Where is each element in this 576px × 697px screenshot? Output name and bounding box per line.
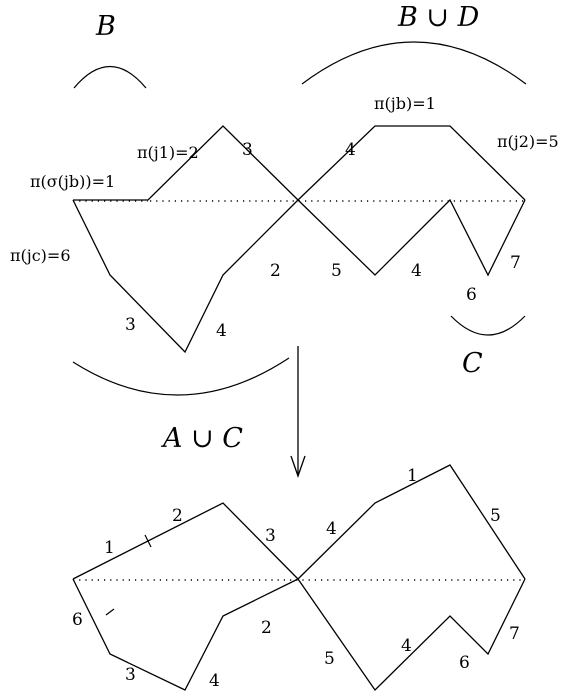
- label-b-union-d: B ∪ D: [397, 2, 480, 33]
- label-pi-jb: π(jb)=1: [374, 94, 436, 113]
- arrow-head: [290, 455, 306, 478]
- bottom-edge-label: 3: [125, 665, 136, 685]
- bottom-edge-label: 4: [209, 671, 220, 691]
- bottom-edge-label: 2: [261, 618, 272, 638]
- top-edge-label: 5: [331, 261, 342, 281]
- bottom-upper-right-path: [297, 464, 526, 580]
- bottom-edge-label: 1: [104, 538, 115, 558]
- top-edge-label: 2: [270, 261, 281, 281]
- bottom-edge-label: 5: [324, 649, 335, 669]
- label-pi-j2: π(j2)=5: [497, 132, 559, 151]
- bottom-figure: 1 2 3 4 1 5 6 2 5 4 6 7 3 4: [72, 464, 526, 692]
- bottom-lower-left-path: [72, 578, 299, 691]
- transform-arrow: A ∪ C: [160, 346, 306, 478]
- label-pi-jc: π(jc)=6: [10, 246, 71, 265]
- label-pi-sigma-jb: π(σ(jb))=1: [30, 172, 115, 191]
- tick-mark: [144, 534, 152, 548]
- bottom-lower-right-path: [297, 578, 526, 692]
- label-pi-j1: π(j1)=2: [137, 143, 199, 162]
- top-edge-label: 3: [125, 315, 136, 335]
- bottom-edge-label: 1: [407, 466, 418, 486]
- bottom-edge-label: 4: [401, 636, 412, 656]
- bottom-edge-label: 2: [172, 506, 183, 526]
- arc-b-union-d: [301, 41, 527, 85]
- top-lower-left-path: [72, 199, 299, 354]
- arc-c: [450, 315, 526, 336]
- bottom-edge-label: 7: [509, 624, 520, 644]
- arc-a-union-c: [72, 357, 290, 396]
- arc-b: [73, 65, 147, 89]
- bottom-edge-label: 4: [326, 519, 337, 539]
- label-b: B: [95, 11, 116, 42]
- bottom-edge-label: 6: [72, 610, 83, 630]
- top-edge-label: 4: [411, 261, 422, 281]
- top-figure: B B ∪ D C π(jb)=1 π(j1)=2 π(j2)=5 π(σ(jb…: [10, 2, 559, 396]
- top-edge-label: 6: [466, 285, 477, 305]
- bottom-upper-left-path: [72, 502, 299, 580]
- bottom-edge-label: 5: [490, 506, 501, 526]
- label-c: C: [462, 348, 483, 379]
- top-edge-label: 3: [242, 140, 253, 160]
- top-upper-right-path: [297, 125, 526, 201]
- bottom-edge-label: 6: [459, 653, 470, 673]
- tick-mark: [105, 608, 115, 616]
- top-edge-label: 7: [510, 253, 521, 273]
- bottom-edge-label: 3: [265, 526, 276, 546]
- top-edge-label: 4: [216, 321, 227, 341]
- label-a-union-c: A ∪ C: [160, 423, 243, 454]
- top-lower-right-path: [297, 198, 526, 277]
- top-edge-label: 4: [345, 140, 356, 160]
- top-upper-left-path: [73, 125, 299, 201]
